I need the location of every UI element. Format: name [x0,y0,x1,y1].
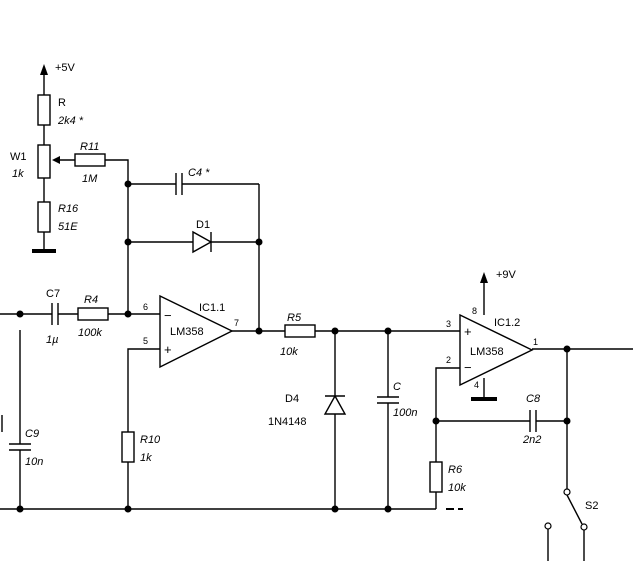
ic1-2-pin-inv: 2 [446,355,451,365]
c-ref: C [393,381,401,393]
capacitor-c8: C8 2n2 [522,393,541,446]
capacitor-c: C 100n [377,381,417,419]
r11-value: 1M [82,173,98,185]
resistor-r6: R6 10k [429,461,466,494]
ic1-1-pin-out: 7 [234,318,239,328]
resistor-r16: R16 51E [37,201,79,233]
d1-ref: D1 [196,219,210,231]
ic1-2-pin-noninv: 3 [446,319,451,329]
svg-text:+: + [464,324,472,339]
r5-value: 10k [280,346,298,358]
c8-value: 2n2 [522,434,541,446]
r10-ref: R10 [140,434,161,446]
r5-ref: R5 [287,312,302,324]
supply-plus9v-label: +9V [496,269,517,281]
capacitor-c4: C4 * [128,167,259,195]
ic1-2-part: LM358 [470,346,504,358]
r11-ref: R11 [80,141,99,153]
ic1-1-part: LM358 [170,326,204,338]
resistor-r: R 2k4 * [37,94,84,127]
junction-dots [16,180,571,513]
r-value: 2k4 * [57,115,84,127]
supply-plus5v: +5V [40,62,76,95]
d4-part: 1N4148 [268,416,307,428]
c8-ref: C8 [526,393,541,405]
resistor-r10: R10 1k [121,431,161,464]
supply-plus5v-label: +5V [55,62,76,74]
ic1-1-pin-inv: 6 [143,302,148,312]
resistor-r11: R11 1M [74,141,106,185]
c7-value: 1µ [46,334,58,346]
ic1-2-ref: IC1.2 [494,317,520,329]
c9-ref: C9 [25,428,39,440]
c7-ref: C7 [46,288,60,300]
c4-ref: C4 * [188,167,210,179]
diode-d4: D4 1N4148 [268,393,347,428]
c9-value: 10n [25,456,43,468]
ic1-2-pin-gnd: 4 [474,380,479,390]
s2-ref: S2 [585,500,598,512]
svg-text:−: − [164,308,172,323]
r10-value: 1k [140,452,152,464]
r6-ref: R6 [448,464,463,476]
r4-value: 100k [78,327,102,339]
ic1-2-pin-vcc: 8 [472,306,477,316]
svg-text:−: − [464,360,472,375]
r16-value: 51E [58,221,78,233]
ic1-1-ref: IC1.1 [199,302,225,314]
potentiometer-w1: W1 1k [10,144,75,180]
r6-value: 10k [448,482,466,494]
ic1-1-pin-noninv: 5 [143,336,148,346]
ic1-2-pin-out: 1 [533,337,538,347]
r-ref: R [58,97,66,109]
w1-value: 1k [12,168,24,180]
opamp-ic1-1: − + LM358 IC1.1 6 5 7 [143,294,239,369]
supply-plus9v: +9V [480,269,517,315]
diode-d1: D1 [128,219,259,254]
svg-text:+: + [164,342,172,357]
opamp-ic1-2: + − LM358 IC1.2 3 2 1 8 4 [446,306,538,390]
r16-ref: R16 [58,203,79,215]
resistor-r5: R5 10k [280,312,316,358]
capacitor-c7: C7 1µ [46,288,60,346]
capacitor-c9: C9 10n [9,428,43,468]
d4-ref: D4 [285,393,299,405]
resistor-r4: R4 100k [77,294,109,339]
w1-ref: W1 [10,151,27,163]
switch-s2: S2 [544,488,598,561]
r4-ref: R4 [84,294,98,306]
c-value: 100n [393,407,417,419]
ground-rail-dash [446,508,463,510]
